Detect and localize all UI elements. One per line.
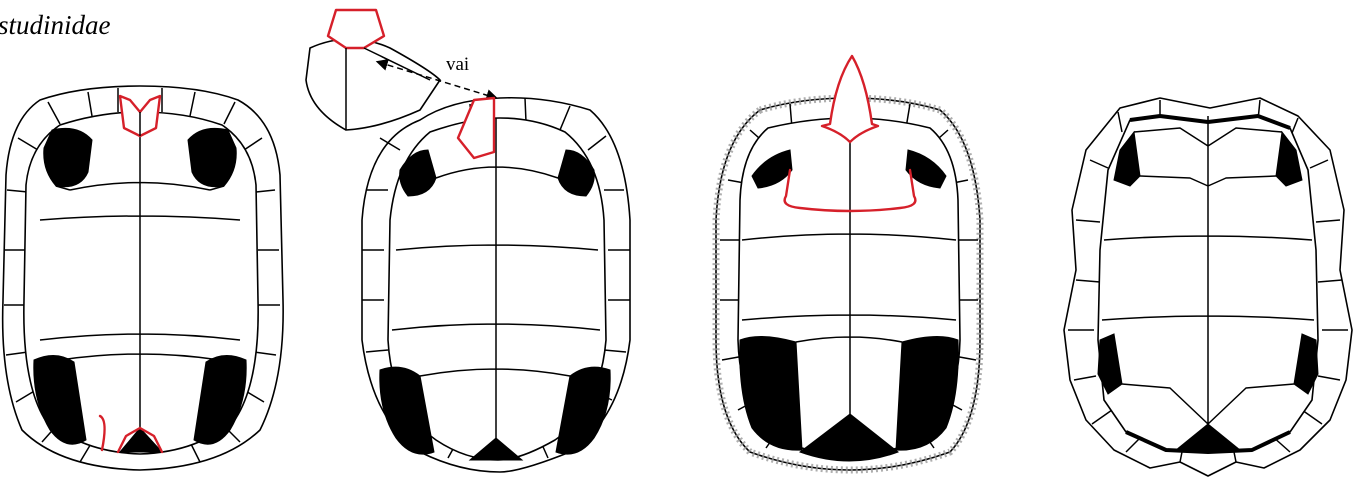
shell-2: [362, 98, 630, 472]
shell-3: [716, 56, 980, 470]
shell-1-dark-region: [44, 128, 92, 186]
figure-title: studinidae: [0, 10, 111, 41]
shell-1: [3, 86, 284, 470]
callout-label: vai: [446, 54, 469, 76]
shell-4: [1064, 98, 1352, 476]
